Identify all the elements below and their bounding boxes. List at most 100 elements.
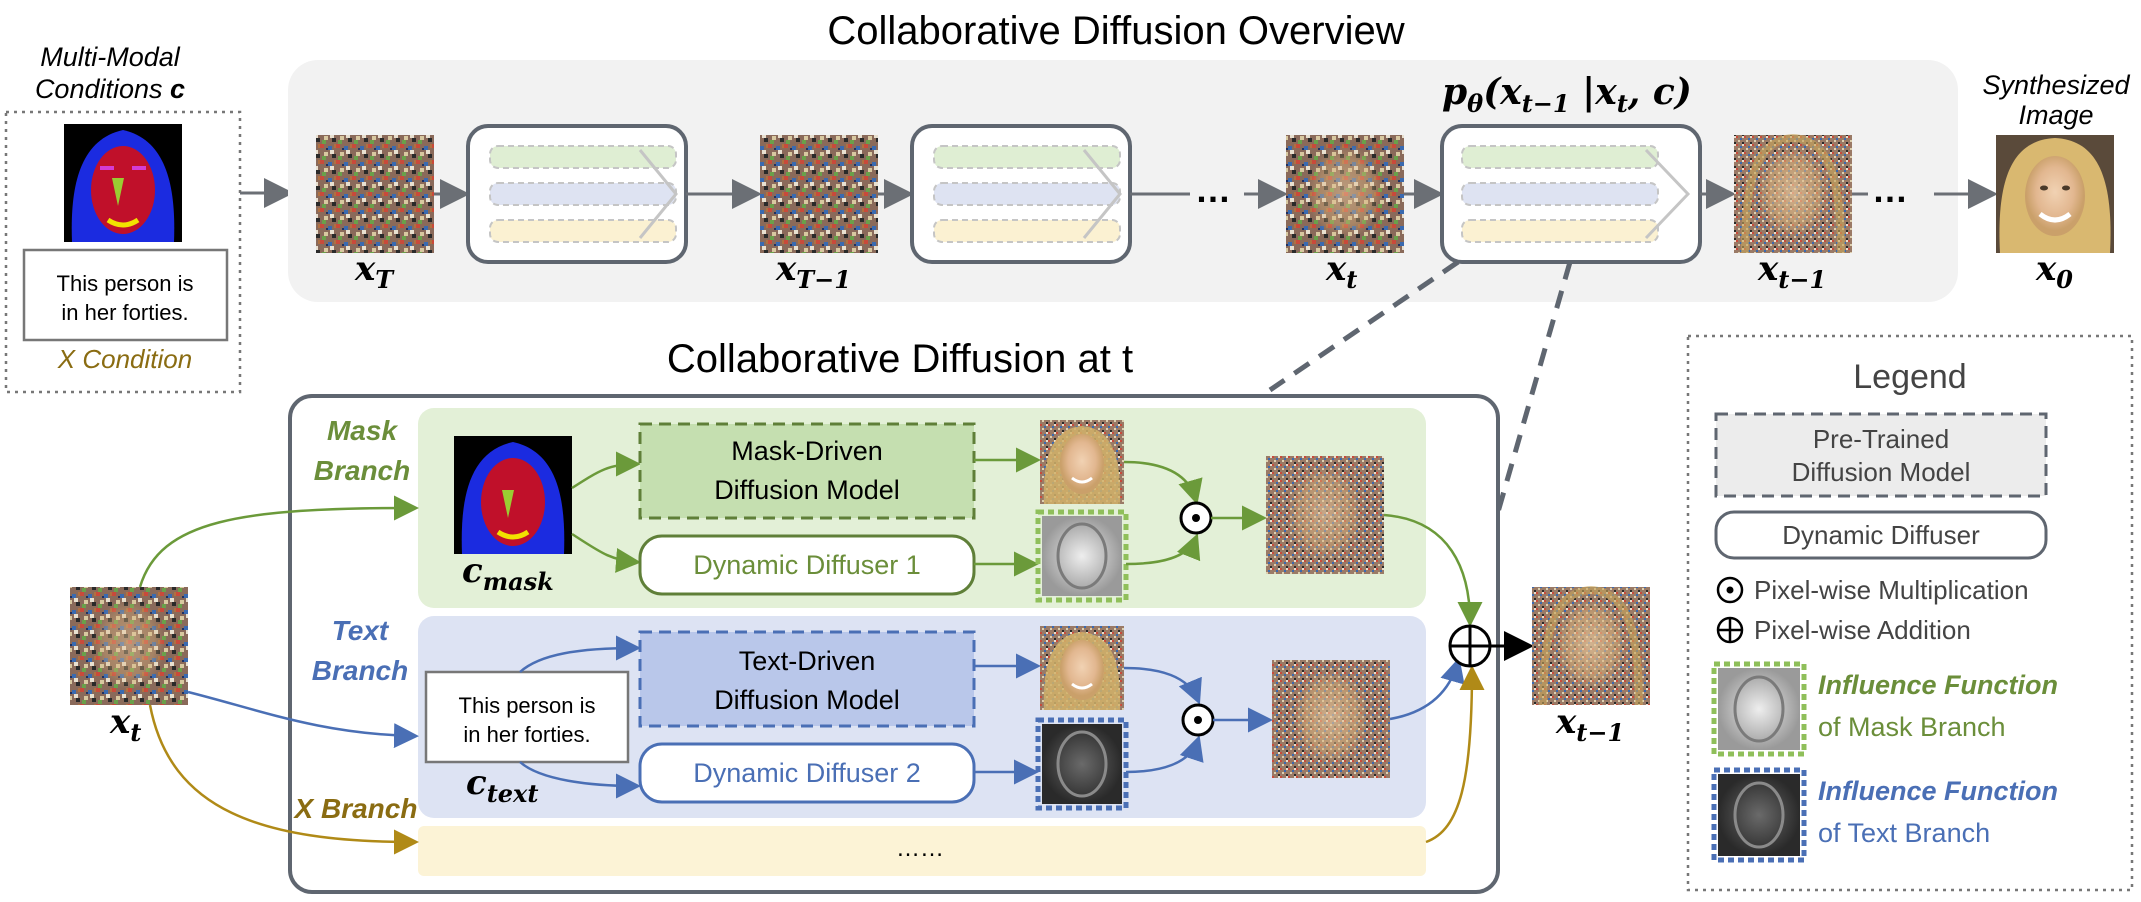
mask-model-label-1: Mask-Driven: [731, 436, 883, 466]
c-mask-thumb: [454, 436, 572, 554]
c-text-box: [424, 670, 630, 764]
label-xT-base: x: [354, 249, 376, 289]
formula: pθ(xt−1 |xt, c): [1442, 71, 1692, 118]
x-branch-dots: ……: [896, 835, 944, 862]
mask-branch-label-2: Branch: [314, 455, 410, 486]
c-text-line1: This person is: [459, 693, 596, 718]
noise-image-xT1: [760, 135, 878, 253]
label-xt1-output-base: x: [1555, 702, 1577, 742]
ellipsis-1: …: [1195, 169, 1231, 210]
formula-sub2: t: [1617, 89, 1628, 118]
label-xT-sub: T: [375, 265, 395, 294]
zoom-line-left: [1268, 259, 1460, 393]
unet-block-2: [910, 124, 1132, 264]
input-noisy-face-xt: [70, 587, 188, 705]
legend-mask-influence-2: of Mask Branch: [1818, 712, 2006, 742]
label-xT1: xT−1: [775, 249, 851, 294]
label-c-mask: cmask: [462, 551, 554, 596]
mask-branch-result-image: [1266, 456, 1384, 574]
zoom-line-right: [1495, 261, 1573, 513]
output-header-line1: Synthesized: [1982, 70, 2130, 100]
label-x0: x0: [2035, 249, 2073, 294]
condition-text-line2: in her forties.: [61, 300, 188, 325]
label-xt-input-sub: t: [130, 718, 141, 747]
label-xT: xT: [354, 249, 395, 294]
overview-title: Collaborative Diffusion Overview: [827, 9, 1404, 53]
arrow-text-influence-to-mult: [1125, 735, 1204, 774]
label-c-text-sub: text: [487, 779, 539, 808]
text-driven-model-box: [638, 630, 976, 728]
dynamic-diffuser-2-label: Dynamic Diffuser 2: [693, 758, 921, 788]
formula-p: p: [1442, 71, 1467, 113]
legend-pretrained-2: Diffusion Model: [1792, 457, 1971, 487]
mask-influence-function: [1035, 509, 1129, 603]
legend-panel: [1686, 334, 2134, 892]
label-xt1-overview: xt−1: [1757, 249, 1826, 294]
legend-pretrained-box: [1714, 412, 2048, 498]
formula-bar: |x: [1570, 71, 1618, 113]
formula-theta: θ: [1467, 89, 1483, 118]
input-arrow-text: [187, 690, 419, 749]
arrow-cmask-to-model: [571, 451, 641, 490]
at-t-title: Collaborative Diffusion at t: [667, 337, 1133, 381]
input-arrow-mask: [138, 495, 419, 588]
legend-mult-label: Pixel-wise Multiplication: [1754, 575, 2029, 605]
conditions-panel: [4, 110, 242, 394]
x-branch-label: X Branch: [293, 793, 418, 824]
dynamic-diffuser-1-label: Dynamic Diffuser 1: [693, 550, 921, 580]
synthesized-face-x0: [1996, 135, 2114, 253]
arrow-mask-face-to-mult: [1123, 460, 1203, 505]
condition-text-line1: This person is: [57, 271, 194, 296]
text-mult-operator: [1181, 703, 1215, 737]
label-x0-sub: 0: [2056, 265, 2073, 294]
arrow-text-face-to-mult: [1123, 666, 1202, 705]
legend-pretrained-1: Pre-Trained: [1813, 424, 1949, 454]
conditions-header-symbol: c: [170, 74, 185, 104]
x-branch-bg: [418, 826, 1426, 876]
label-x0-base: x: [2035, 249, 2057, 289]
label-c-text: ctext: [466, 763, 538, 808]
noise-image-xT: [316, 135, 434, 253]
text-branch-label-2: Branch: [312, 655, 408, 686]
arrow-cmask-to-diffuser: [571, 532, 641, 573]
text-branch-label-1: Text: [332, 615, 390, 646]
label-xt: xt: [1325, 249, 1357, 294]
segmentation-mask-thumb: [64, 124, 182, 242]
arrow-x-branch-to-add: [1425, 665, 1485, 844]
mask-mult-operator: [1179, 501, 1213, 535]
condition-text-box: [22, 248, 229, 342]
arrow-text-result-to-add: [1389, 657, 1465, 721]
label-c-mask-base: c: [462, 551, 483, 591]
legend-text-influence-thumb: [1711, 767, 1807, 863]
label-xt-base: x: [1325, 249, 1347, 289]
legend-text-influence-1: Influence Function: [1818, 776, 2058, 806]
ellipsis-2: …: [1872, 169, 1908, 210]
text-model-label-2: Diffusion Model: [714, 685, 900, 715]
arrow-mask-influence-to-mult: [1125, 533, 1201, 566]
pixel-add-operator: [1448, 624, 1492, 668]
label-xt1-output: xt−1: [1555, 702, 1624, 747]
legend-title: Legend: [1853, 358, 1966, 396]
legend-dynamic-label: Dynamic Diffuser: [1782, 520, 1980, 550]
formula-end: , c): [1627, 71, 1692, 113]
label-c-mask-sub: mask: [483, 567, 554, 596]
conditions-header-word: Conditions: [35, 74, 163, 104]
arrow-ctext-to-model: [519, 635, 641, 673]
x-condition-label: X Condition: [57, 344, 192, 374]
legend-add-label: Pixel-wise Addition: [1754, 615, 1971, 645]
label-xt-sub: t: [1346, 265, 1357, 294]
text-influence-function: [1035, 717, 1129, 811]
mask-model-label-2: Diffusion Model: [714, 475, 900, 505]
output-header-line2: Image: [2018, 100, 2093, 130]
output-face-xt1: [1532, 585, 1650, 706]
input-arrow-x: [148, 704, 419, 855]
legend-add-symbol: [1716, 616, 1744, 644]
text-model-label-1: Text-Driven: [739, 646, 876, 676]
label-xt1-output-sub: t−1: [1576, 718, 1624, 747]
label-xt-input: xt: [109, 702, 141, 747]
label-xT1-base: x: [775, 249, 797, 289]
c-text-line2: in her forties.: [463, 722, 590, 747]
legend-mask-influence-1: Influence Function: [1818, 670, 2058, 700]
legend-text-influence-2: of Text Branch: [1818, 818, 1990, 848]
